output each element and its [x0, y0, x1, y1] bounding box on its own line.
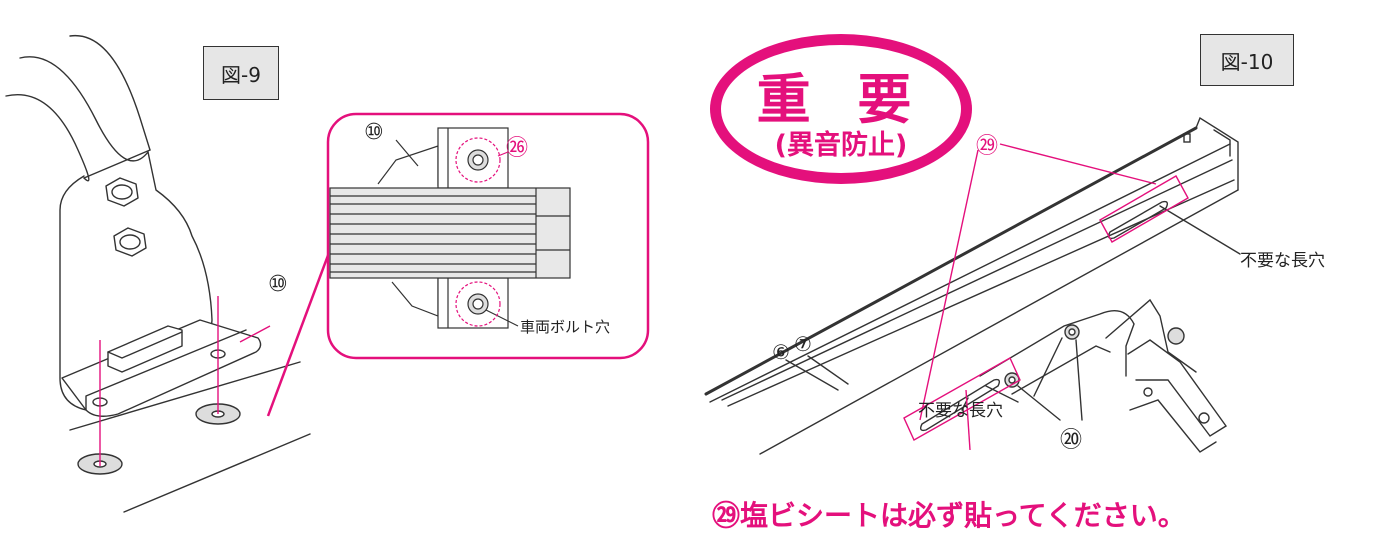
fig10-callout-20: ⑳ [1060, 428, 1083, 453]
important-subtitle: (異音防止) [774, 130, 908, 161]
installation-diagram [5, 34, 1241, 513]
important-badge-inner: 重 要 (異音防止) [718, 42, 964, 176]
important-title: 重 要 [756, 68, 926, 131]
fig9-base-plate [61, 319, 262, 417]
fig10-label: 図-10 [1200, 34, 1294, 86]
fig10-callout-6: ⑥ [772, 340, 790, 364]
important-badge: 重 要 (異音防止) [710, 34, 972, 184]
fig9-bracket-arm [5, 34, 213, 411]
installation-note: ㉙塩ビシートは必ず貼ってください。 [712, 494, 1186, 534]
note-text: 塩ビシートは必ず貼ってください。 [740, 499, 1186, 532]
fig10-slot-right [1107, 200, 1169, 240]
fig10-slot-left [919, 378, 1001, 432]
fig9-callout-10: ⑩ [268, 272, 288, 297]
vehicle-bolt-hole-label: 車両ボルト穴 [520, 318, 611, 336]
fig10-callout-29: ㉙ [976, 134, 999, 159]
unneeded-slot-label-bottom: 不要な長穴 [918, 401, 1003, 421]
fig10-callout-7: ⑦ [794, 332, 812, 356]
fig9-detail-view [326, 112, 650, 360]
fig10-clamp [979, 298, 1228, 453]
unneeded-slot-label-right: 不要な長穴 [1240, 251, 1325, 271]
note-marker: ㉙ [712, 499, 741, 532]
fig9-upper-bolt [105, 177, 139, 207]
fig9-label: 図-9 [203, 46, 279, 100]
fig9-detail-callout-26: ㉖ [506, 136, 529, 161]
fig9-lower-bolt [113, 227, 147, 257]
fig9-detail-callout-10: ⑩ [364, 120, 384, 145]
diagram-stage: 図-9 図-10 ⑩ ⑩ ㉖ 車両ボルト穴 ⑥ ⑦ ⑳ ㉙ 不要な長穴 不要な長… [5, 34, 1325, 532]
